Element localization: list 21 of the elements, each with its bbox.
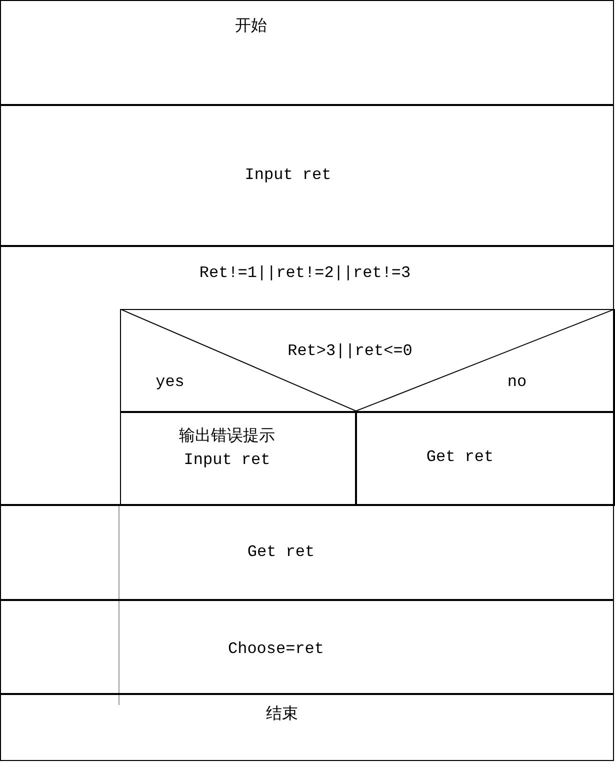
start-box <box>0 0 614 105</box>
step-text: Input ret <box>184 451 270 469</box>
branch-box <box>120 412 356 506</box>
end-box <box>0 694 614 761</box>
process-box <box>0 105 614 246</box>
step-text: 输出错误提示 <box>179 426 275 446</box>
step-text: Get ret <box>426 448 494 466</box>
step-text: Get ret <box>247 543 315 561</box>
branch-label: yes <box>156 373 184 391</box>
loop-box <box>0 246 614 505</box>
branch-box <box>356 412 615 506</box>
branch-label: no <box>507 373 527 391</box>
decision-box <box>120 309 615 412</box>
process-box <box>0 505 614 600</box>
step-text: Input ret <box>244 166 332 184</box>
condition-text: Ret>3||ret<=0 <box>288 342 412 360</box>
step-text: Choose=ret <box>228 640 324 658</box>
process-box <box>0 600 614 694</box>
condition-text: Ret!=1||ret!=2||ret!=3 <box>199 264 411 282</box>
step-text: 结束 <box>266 704 298 724</box>
step-text: 开始 <box>235 16 267 36</box>
